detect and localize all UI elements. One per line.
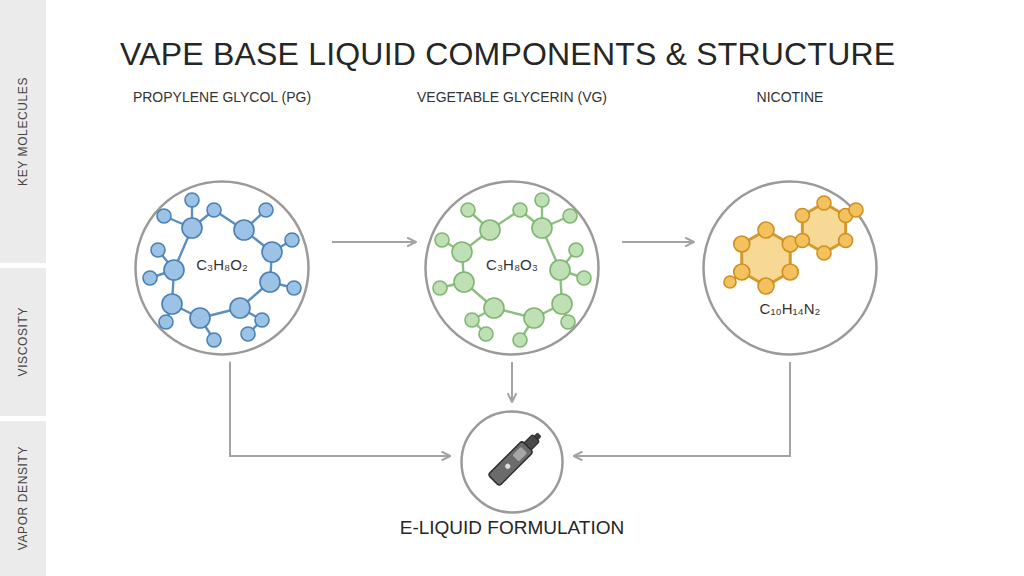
atom (795, 209, 809, 223)
atom (817, 246, 831, 260)
flow-arrow (332, 241, 416, 243)
atom (569, 243, 583, 257)
atom (795, 234, 809, 248)
atom (724, 276, 736, 288)
chemical-formula: C₃H₈O₃ (482, 255, 542, 274)
output-label: E-LIQUID FORMULATION (400, 517, 625, 538)
sidebar-band: VAPOR DENSITY (0, 421, 46, 576)
sidebar-band: KEY MOLECULES (0, 0, 46, 263)
atom (241, 327, 255, 341)
atom (164, 260, 184, 280)
atom (524, 308, 544, 328)
atom (454, 272, 474, 292)
component-heading: NICOTINE (757, 89, 824, 105)
flow-arrow (622, 241, 694, 243)
atom (162, 294, 182, 314)
component-heading: VEGETABLE GLYCERIN (VG) (417, 89, 607, 105)
atom (839, 234, 853, 248)
atom (561, 315, 575, 329)
molecule-circle: PROPYLENE GLYCOL (PG)C₃H₈O₂ (134, 180, 310, 356)
atom (535, 193, 549, 207)
vape-pen-icon (488, 429, 545, 486)
atom (563, 209, 577, 223)
sidebar-label: VAPOR DENSITY (16, 446, 30, 550)
atom (182, 218, 202, 238)
atom (433, 281, 447, 295)
sidebar-band: VISCOSITY (0, 268, 46, 416)
atom (159, 315, 173, 329)
device-illustration (460, 410, 564, 514)
atom (435, 233, 449, 247)
atom (782, 264, 798, 280)
atom (255, 313, 269, 327)
atom (465, 313, 479, 327)
atom (734, 264, 750, 280)
chemical-formula: C₃H₈O₂ (192, 255, 251, 274)
atom (190, 308, 210, 328)
atom (817, 196, 831, 210)
molecule-circle: VEGETABLE GLYCERIN (VG)C₃H₈O₃ (424, 180, 600, 356)
atom (552, 294, 572, 314)
atom (287, 281, 301, 295)
atom (513, 203, 527, 217)
atom (550, 260, 570, 280)
atom (758, 222, 774, 238)
circle-outline (704, 182, 877, 355)
atom (157, 209, 171, 223)
atom (262, 242, 282, 262)
atom (143, 271, 157, 285)
atom (461, 203, 475, 217)
sidebar-label: KEY MOLECULES (16, 77, 30, 186)
component-heading: PROPYLENE GLYCOL (PG) (133, 89, 311, 105)
atom (260, 272, 280, 292)
circle-outline (136, 182, 309, 355)
molecule-illustration (702, 180, 878, 356)
flow-arrow (511, 362, 513, 402)
atom (259, 203, 273, 217)
atom (207, 333, 221, 347)
flow-arrow (574, 362, 790, 456)
atom (151, 243, 165, 257)
atom (734, 236, 750, 252)
atom (479, 327, 493, 341)
atom (185, 193, 199, 207)
atom (480, 220, 500, 240)
circle-outline (426, 182, 599, 355)
chemical-formula: C₁₀H₁₄N₂ (756, 299, 825, 318)
diagram-title: VAPE BASE LIQUID COMPONENTS & STRUCTURE (120, 36, 895, 73)
atom (758, 278, 774, 294)
circle-outline (462, 412, 563, 513)
molecule-circle: NICOTINEC₁₀H₁₄N₂ (702, 180, 878, 356)
atom (234, 220, 254, 240)
atom (532, 218, 552, 238)
atom (513, 333, 527, 347)
output-circle: E-LIQUID FORMULATION (460, 410, 564, 514)
flow-arrow (230, 362, 450, 456)
atom (285, 233, 299, 247)
atom (230, 298, 250, 318)
atom (849, 203, 863, 217)
atom (452, 242, 472, 262)
atom (207, 203, 221, 217)
sidebar-label: VISCOSITY (16, 307, 30, 376)
atom (577, 271, 591, 285)
atom (484, 298, 504, 318)
